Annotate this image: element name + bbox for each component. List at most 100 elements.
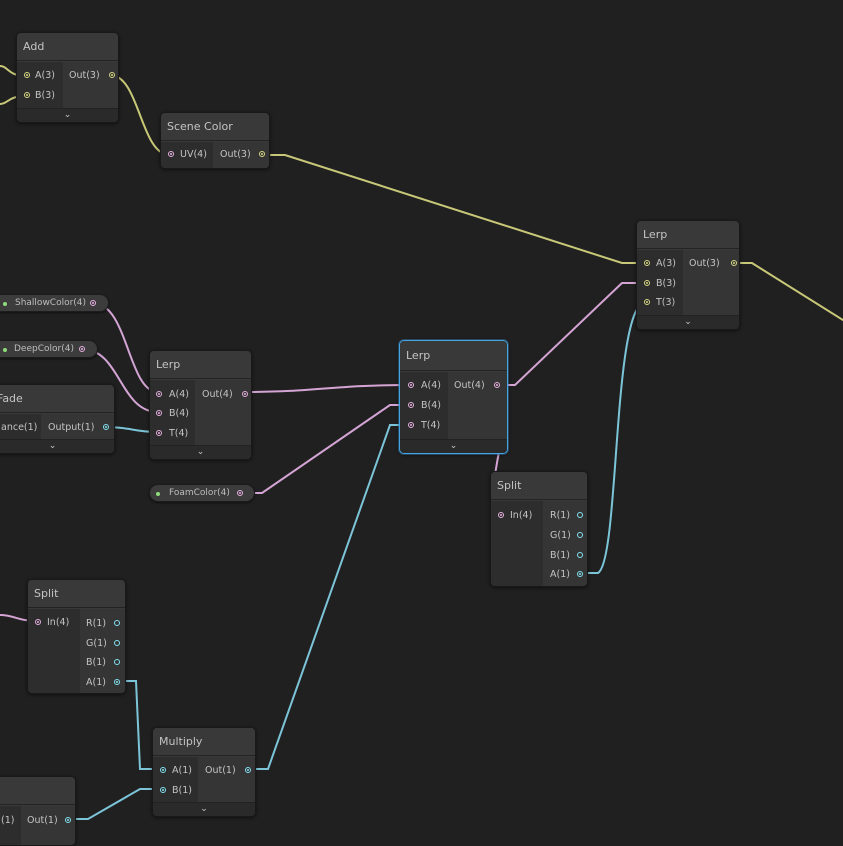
port-dot-icon[interactable] <box>103 424 109 430</box>
output-port-a[interactable]: A(1) <box>550 567 583 583</box>
output-port[interactable]: Out(4) <box>202 387 248 403</box>
port-dot-icon[interactable] <box>577 571 583 577</box>
port-dot-icon[interactable] <box>577 552 583 558</box>
node-title[interactable]: Scene Color <box>161 113 269 141</box>
port-dot-icon[interactable] <box>731 260 737 266</box>
split-node-right[interactable]: Split In(4) R(1) G(1) B(1) A(1) <box>490 471 588 587</box>
input-port-distance[interactable]: ance(1) <box>1 420 37 436</box>
lerp-node-left[interactable]: Lerp A(4) B(4) T(4) Out(4) ⌄ <box>149 350 252 460</box>
multiply-node[interactable]: Multiply A(1) B(1) Out(1) ⌄ <box>152 727 256 817</box>
output-port[interactable]: Out(1) <box>27 813 71 829</box>
port-dot-icon[interactable] <box>644 260 650 266</box>
port-dot-icon[interactable] <box>156 410 162 416</box>
shallow-color-property[interactable]: ShallowColor(4) <box>0 294 109 312</box>
port-dot-icon[interactable] <box>408 382 414 388</box>
output-port-g[interactable]: G(1) <box>550 528 583 544</box>
port-dot-icon[interactable] <box>109 72 115 78</box>
port-dot-icon[interactable] <box>90 300 96 306</box>
port-dot-icon[interactable] <box>644 280 650 286</box>
expand-toggle[interactable]: ⌄ <box>150 445 251 459</box>
node-title[interactable]: Split <box>28 580 125 608</box>
output-port[interactable]: Out(3) <box>689 256 737 272</box>
port-dot-icon[interactable] <box>644 299 650 305</box>
output-port[interactable]: Out(1) <box>205 763 251 779</box>
lerp-node-selected[interactable]: Lerp A(4) B(4) T(4) Out(4) ⌄ <box>399 340 508 454</box>
wire-scenecolor-to-lerp-top-a[interactable] <box>260 154 647 264</box>
output-port-b[interactable]: B(1) <box>550 548 583 564</box>
port-label: Out(1) <box>27 815 58 826</box>
output-port[interactable]: Out(4) <box>454 378 500 394</box>
output-port-r[interactable]: R(1) <box>550 508 583 524</box>
port-dot-icon[interactable] <box>114 640 120 646</box>
node-title[interactable]: Lerp <box>637 221 739 249</box>
expand-toggle[interactable]: ⌄ <box>637 315 739 329</box>
output-port-a[interactable]: A(1) <box>86 675 120 691</box>
port-dot-icon[interactable] <box>408 402 414 408</box>
port-dot-icon[interactable] <box>79 346 85 352</box>
wire-lerp-left-to-lerp-mid-a[interactable] <box>242 384 411 393</box>
wire-bottom-to-multiply-b[interactable] <box>66 788 163 820</box>
node-title[interactable]: Split <box>491 472 587 500</box>
expand-toggle[interactable]: ⌄ <box>153 802 255 816</box>
port-dot-icon[interactable] <box>160 767 166 773</box>
port-dot-icon[interactable] <box>237 490 243 496</box>
output-port-r[interactable]: R(1) <box>86 616 120 632</box>
port-label: A(4) <box>169 389 189 400</box>
port-label: B(1) <box>550 550 570 561</box>
port-dot-icon[interactable] <box>24 92 30 98</box>
node-outputs: Output(1) <box>41 414 114 441</box>
node-outputs: Out(1) <box>21 806 75 845</box>
output-port[interactable]: Out(3) <box>69 68 115 84</box>
port-dot-icon[interactable] <box>114 659 120 665</box>
lerp-node-top[interactable]: Lerp A(3) B(3) T(3) Out(3) ⌄ <box>636 220 740 330</box>
wire-foamcolor-to-lerp-mid-b[interactable] <box>239 404 411 494</box>
node-title[interactable]: Add <box>17 33 118 61</box>
chevron-down-icon: ⌄ <box>449 441 458 451</box>
wire-split-right-a-to-lerp-top-t[interactable] <box>578 301 647 574</box>
port-dot-icon[interactable] <box>245 767 251 773</box>
port-dot-icon[interactable] <box>114 679 120 685</box>
output-port[interactable]: Out(3) <box>220 147 265 163</box>
output-port[interactable]: Output(1) <box>48 420 109 436</box>
wire-multiply-to-lerp-mid-t[interactable] <box>245 424 411 770</box>
foam-color-property[interactable]: FoamColor(4) <box>149 484 255 502</box>
port-dot-icon[interactable] <box>494 382 500 388</box>
expand-toggle[interactable]: ⌄ <box>0 439 114 453</box>
port-dot-icon[interactable] <box>24 72 30 78</box>
port-dot-icon[interactable] <box>156 430 162 436</box>
split-node-left[interactable]: Split In(4) R(1) G(1) B(1) A(1) <box>27 579 126 694</box>
expand-toggle[interactable]: ⌄ <box>17 108 118 122</box>
port-dot-icon[interactable] <box>408 422 414 428</box>
node-title[interactable]: Multiply <box>153 728 255 756</box>
port-dot-icon[interactable] <box>577 532 583 538</box>
node-title[interactable]: Lerp <box>400 341 507 371</box>
node-title[interactable]: Lerp <box>150 351 251 379</box>
port-dot-icon[interactable] <box>259 151 265 157</box>
deep-color-property[interactable]: DeepColor(4) <box>0 340 98 358</box>
property-dot-icon <box>156 492 160 496</box>
fade-node[interactable]: Fade ance(1) Output(1) ⌄ <box>0 384 115 454</box>
port-dot-icon[interactable] <box>156 391 162 397</box>
scene-color-node[interactable]: Scene Color UV(4) Out(3) <box>160 112 270 169</box>
port-label: Out(4) <box>202 389 233 400</box>
port-label: B(1) <box>86 657 106 668</box>
expand-toggle[interactable]: ⌄ <box>400 439 507 453</box>
output-port-g[interactable]: G(1) <box>86 636 120 652</box>
port-dot-icon[interactable] <box>498 512 504 518</box>
port-dot-icon[interactable] <box>160 787 166 793</box>
port-dot-icon[interactable] <box>114 620 120 626</box>
node-title[interactable] <box>0 777 75 805</box>
port-dot-icon[interactable] <box>168 151 174 157</box>
input-port[interactable]: (1) <box>1 813 14 829</box>
port-dot-icon[interactable] <box>242 391 248 397</box>
output-port-b[interactable]: B(1) <box>86 655 120 671</box>
port-dot-icon[interactable] <box>577 512 583 518</box>
node-inputs: A(4) B(4) T(4) <box>400 372 448 440</box>
port-dot-icon[interactable] <box>65 817 71 823</box>
port-dot-icon[interactable] <box>35 619 41 625</box>
node-title[interactable]: Fade <box>0 385 114 413</box>
wire-lerp-mid-out-to-lerp-top-b[interactable] <box>494 282 647 386</box>
wire-lerp-top-out-offscreen[interactable] <box>729 262 843 321</box>
port-label: G(1) <box>550 530 571 541</box>
add-node[interactable]: Add A(3) B(3) Out(3) ⌄ <box>16 32 119 123</box>
